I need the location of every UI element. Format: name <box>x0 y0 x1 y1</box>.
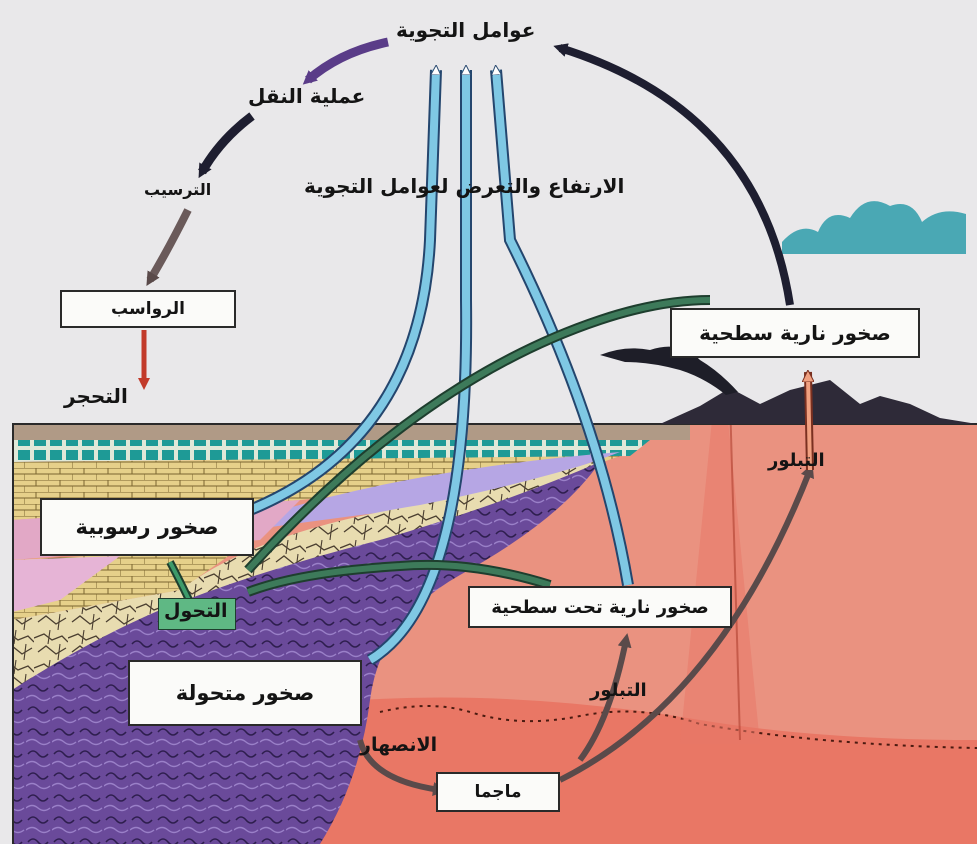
box-surface-igneous: صخور نارية سطحية <box>670 308 920 358</box>
box-sedimentary: صخور رسوبية <box>40 498 254 556</box>
label-deposition: الترسيب <box>144 180 211 199</box>
volcanic-hills <box>660 380 977 424</box>
sea-waves <box>782 201 966 254</box>
label-metamorphism: التحول <box>164 600 228 622</box>
arrow-deposition-to-sediments <box>150 210 188 280</box>
box-sediments: الرواسب <box>60 290 236 328</box>
box-metamorphic: صخور متحولة <box>128 660 362 726</box>
box-magma: ماجما <box>436 772 560 812</box>
label-weathering-agents: عوامل التجوية <box>396 18 535 42</box>
label-lithification: التحجر <box>64 384 128 408</box>
box-subsurface-igneous: صخور نارية تحت سطحية <box>468 586 732 628</box>
arrow-transport-to-deposition <box>202 116 252 172</box>
label-transport: عملية النقل <box>248 84 365 108</box>
arrow-weathering-to-transport <box>308 42 388 80</box>
label-melting: الانصهار <box>360 734 437 756</box>
label-uplift: الارتفاع والتعرض لعوامل التجوية <box>304 174 624 198</box>
label-crystallization-deep: التبلور <box>590 680 647 701</box>
label-crystallization-surface: التبلور <box>768 450 825 471</box>
